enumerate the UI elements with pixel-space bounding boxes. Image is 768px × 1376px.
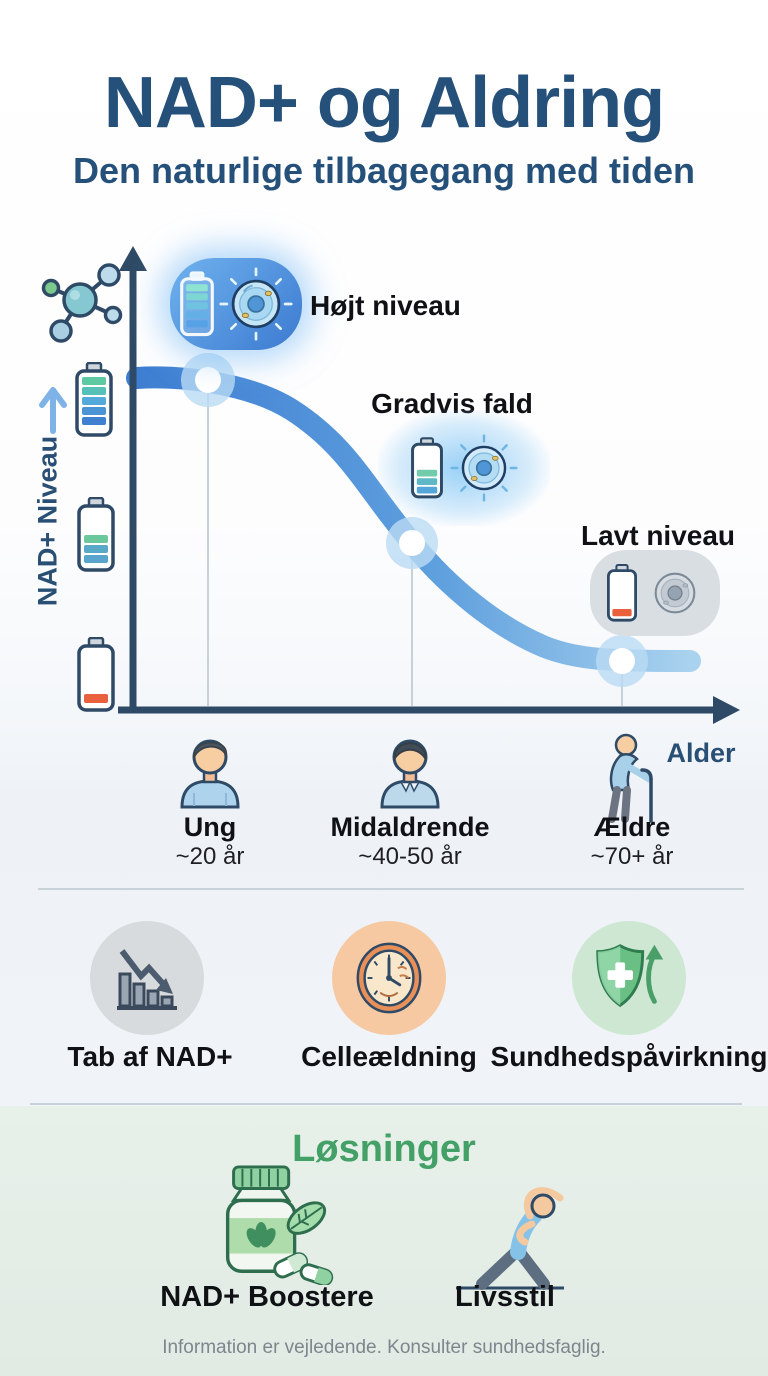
battery-full-white-icon	[180, 271, 214, 337]
section-divider-top	[38, 888, 744, 890]
page-subtitle: Den naturlige tilbagegang med tiden	[72, 150, 696, 191]
healthy-cell-icon	[219, 267, 293, 341]
supplement-bottle-icon	[225, 1165, 334, 1285]
effect-circle-health-impact	[572, 921, 686, 1035]
stage-mid-badge	[378, 410, 550, 526]
effect-label-nad-loss: Tab af NAD+	[67, 1041, 233, 1072]
nad-decline-chart: NAD+ Niveau	[0, 240, 768, 900]
curve-markers	[181, 353, 648, 687]
solutions-section-background	[0, 1106, 768, 1376]
shield-plus-icon	[596, 944, 664, 1008]
age-group-years-young: ~20 år	[175, 843, 245, 870]
y-axis-label: NAD+ Niveau	[32, 435, 63, 607]
solution-label-boosters: NAD+ Boostere	[160, 1281, 374, 1313]
capsule-icon	[299, 1263, 334, 1285]
x-axis-label: Alder	[666, 738, 736, 768]
effect-label-cell-aging: Celleældning	[301, 1041, 477, 1072]
nad-molecule-icon	[41, 263, 123, 343]
elderly-person-icon	[608, 733, 653, 823]
stage-low-label: Lavt niveau	[580, 520, 736, 551]
age-group-name-young: Ung	[183, 812, 237, 842]
chart-plot-svg	[118, 246, 740, 724]
stage-high-label: Højt niveau	[310, 290, 461, 321]
effect-circle-cell-aging	[332, 921, 446, 1035]
battery-full-icon	[75, 362, 113, 437]
x-axis	[118, 696, 740, 724]
stretching-person-icon	[456, 1187, 564, 1290]
stage-high-badge	[170, 258, 302, 350]
clock-icon	[356, 942, 422, 1014]
solutions-title: Løsninger	[292, 1128, 476, 1170]
age-group-years-middle: ~40-50 år	[358, 843, 462, 870]
battery-half-icon	[411, 437, 443, 499]
young-person-icon	[180, 739, 240, 809]
battery-empty-icon	[607, 564, 637, 622]
footer-disclaimer: Information er vejledende. Konsulter sun…	[162, 1337, 606, 1358]
age-group-name-elderly: Ældre	[593, 812, 671, 842]
aged-cell-icon	[654, 572, 696, 614]
age-group-years-elderly: ~70+ år	[590, 843, 674, 870]
stage-low-badge	[590, 550, 720, 636]
declining-chart-icon	[117, 949, 177, 1010]
cell-icon	[450, 434, 518, 502]
solution-label-lifestyle: Livsstil	[455, 1281, 555, 1313]
battery-low-icon	[77, 637, 115, 712]
battery-medium-icon	[77, 497, 115, 572]
y-axis	[119, 246, 147, 712]
page-title: NAD+ og Aldring	[103, 63, 665, 143]
effect-label-health-impact: Sundhedspåvirkning	[490, 1041, 768, 1072]
middle-aged-person-icon	[380, 739, 440, 809]
section-divider-bottom	[30, 1103, 742, 1105]
effect-circle-nad-loss	[90, 921, 204, 1035]
age-group-name-middle: Midaldrende	[330, 812, 490, 842]
up-arrow-icon	[39, 387, 67, 434]
